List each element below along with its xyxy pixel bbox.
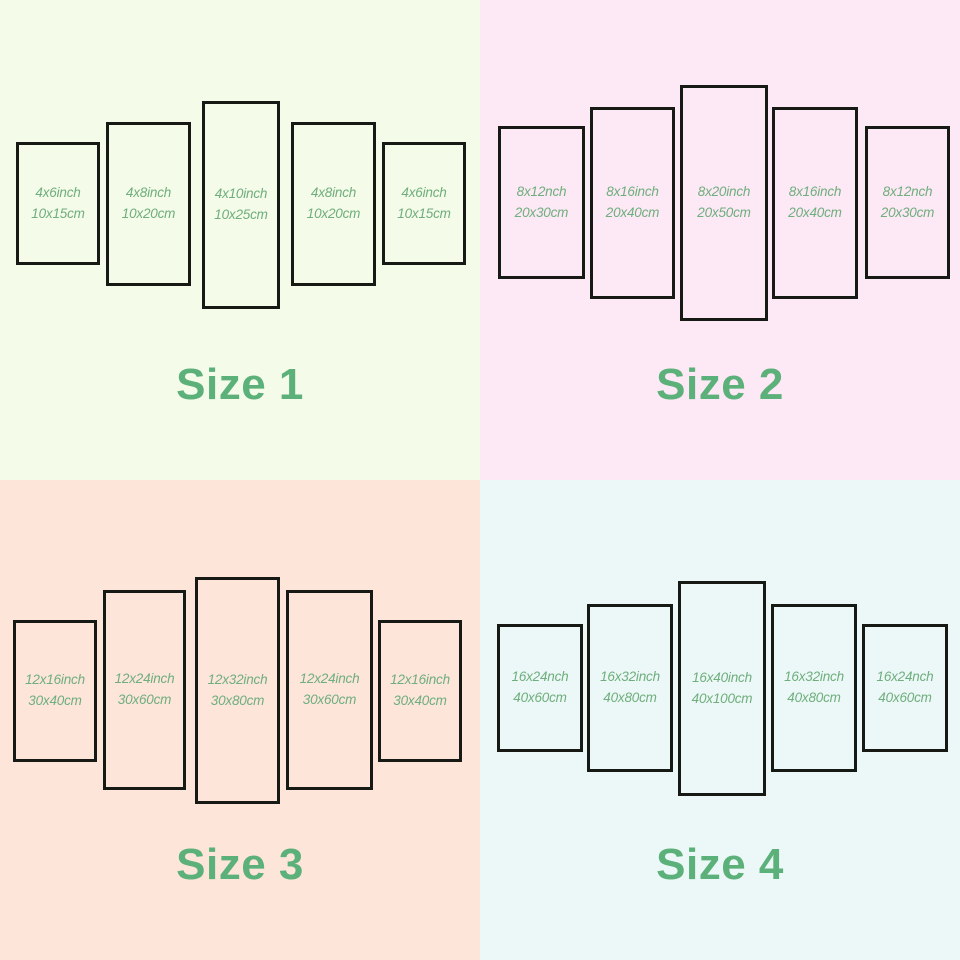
panel-size-cm: 20x40cm: [788, 205, 842, 220]
panel-size-cm: 30x40cm: [393, 693, 447, 708]
panel-size-cm: 30x60cm: [117, 692, 172, 707]
size-option-quadrant-4[interactable]: 16x24nch 40x60cm 16x32inch 40x80cm 16x40…: [480, 480, 960, 960]
panel-size-cm: 30x60cm: [302, 692, 357, 707]
panel-size-cm: 40x80cm: [787, 690, 841, 705]
panel-size-label: 8x12nch 20x30cm: [880, 182, 935, 223]
panel-size-cm: 10x15cm: [397, 205, 451, 221]
panel-size-cm: 10x25cm: [214, 207, 268, 222]
panel-size-cm: 40x100cm: [691, 690, 753, 706]
panel-size-cm: 40x60cm: [513, 690, 567, 705]
canvas-panel[interactable]: 16x40inch 40x100cm: [678, 581, 766, 796]
panel-size-label: 4x6inch 10x15cm: [397, 183, 451, 224]
panel-size-inch: 8x16inch: [606, 184, 659, 200]
canvas-panel[interactable]: 8x16inch 20x40cm: [772, 107, 858, 299]
panel-size-inch: 4x6inch: [401, 184, 447, 200]
panel-size-cm: 10x15cm: [31, 205, 85, 221]
size-option-title: Size 3: [176, 840, 304, 889]
panel-size-inch: 12x16inch: [390, 672, 450, 688]
panel-size-inch: 4x10inch: [214, 186, 268, 202]
canvas-panel[interactable]: 4x6inch 10x15cm: [16, 142, 100, 265]
panel-size-label: 8x16inch 20x40cm: [788, 182, 842, 223]
size-option-quadrant-1[interactable]: 4x6inch 10x15cm 4x8inch 10x20cm 4x10inch…: [0, 0, 480, 480]
panel-size-inch: 16x32inch: [600, 669, 660, 685]
size-option-title: Size 4: [656, 840, 784, 889]
canvas-panel[interactable]: 12x24inch 30x60cm: [103, 590, 186, 790]
panel-size-label: 8x12nch 20x30cm: [514, 182, 569, 223]
canvas-panel[interactable]: 8x16inch 20x40cm: [590, 107, 675, 299]
panel-size-cm: 40x60cm: [878, 690, 932, 705]
panel-size-label: 4x6inch 10x15cm: [31, 183, 85, 224]
panel-group-2: 8x12nch 20x30cm 8x16inch 20x40cm 8x20inc…: [480, 0, 960, 340]
panel-size-inch: 16x24nch: [876, 669, 934, 685]
panel-size-label: 16x24nch 40x60cm: [877, 667, 934, 708]
panel-size-cm: 20x30cm: [880, 204, 935, 220]
panel-size-inch: 12x32inch: [207, 671, 268, 687]
panel-size-cm: 40x80cm: [603, 690, 657, 705]
panel-size-inch: 8x20inch: [697, 184, 751, 200]
panel-size-label: 12x16inch 30x40cm: [390, 670, 450, 711]
panel-size-label: 12x16inch 30x40cm: [25, 670, 85, 711]
canvas-panel[interactable]: 16x24nch 40x60cm: [497, 624, 583, 752]
panel-size-label: 12x24inch 30x60cm: [115, 669, 175, 710]
panel-size-inch: 8x16inch: [788, 184, 842, 200]
panel-group-3: 12x16inch 30x40cm 12x24inch 30x60cm 12x3…: [0, 480, 480, 820]
panel-size-inch: 12x24inch: [299, 671, 360, 687]
canvas-panel[interactable]: 16x24nch 40x60cm: [862, 624, 948, 752]
canvas-panel[interactable]: 8x12nch 20x30cm: [865, 126, 950, 279]
canvas-panel[interactable]: 8x12nch 20x30cm: [498, 126, 585, 279]
panel-size-inch: 16x32inch: [784, 669, 844, 685]
canvas-panel[interactable]: 4x6inch 10x15cm: [382, 142, 466, 265]
panel-size-label: 16x24nch 40x60cm: [512, 667, 569, 708]
panel-size-cm: 20x30cm: [514, 204, 569, 220]
panel-size-inch: 12x24inch: [114, 671, 175, 687]
canvas-panel[interactable]: 12x16inch 30x40cm: [13, 620, 97, 762]
panel-size-label: 12x32inch 30x80cm: [208, 670, 268, 711]
panel-size-label: 16x40inch 40x100cm: [692, 668, 753, 709]
panel-size-label: 16x32inch 40x80cm: [784, 667, 844, 708]
canvas-panel[interactable]: 16x32inch 40x80cm: [771, 604, 857, 772]
canvas-panel[interactable]: 12x24inch 30x60cm: [286, 590, 373, 790]
panel-size-cm: 30x40cm: [28, 693, 82, 708]
canvas-panel[interactable]: 12x32inch 30x80cm: [195, 577, 280, 804]
panel-size-label: 8x16inch 20x40cm: [605, 182, 660, 223]
size-option-title: Size 2: [656, 360, 784, 409]
size-option-title: Size 1: [176, 360, 304, 409]
canvas-panel[interactable]: 12x16inch 30x40cm: [378, 620, 462, 762]
panel-size-label: 12x24inch 30x60cm: [300, 669, 360, 710]
panel-size-inch: 16x24nch: [511, 669, 569, 685]
panel-size-label: 4x8inch 10x20cm: [121, 183, 176, 224]
panel-size-cm: 20x40cm: [605, 205, 660, 220]
panel-size-inch: 4x8inch: [310, 185, 357, 201]
panel-size-inch: 8x12nch: [882, 183, 933, 199]
panel-size-cm: 10x20cm: [121, 206, 176, 221]
canvas-panel[interactable]: 4x8inch 10x20cm: [106, 122, 191, 286]
canvas-panel[interactable]: 4x10inch 10x25cm: [202, 101, 280, 309]
panel-size-cm: 10x20cm: [306, 206, 361, 221]
panel-size-label: 16x32inch 40x80cm: [600, 667, 660, 708]
panel-size-label: 8x20inch 20x50cm: [697, 182, 751, 223]
size-option-quadrant-2[interactable]: 8x12nch 20x30cm 8x16inch 20x40cm 8x20inc…: [480, 0, 960, 480]
size-option-quadrant-3[interactable]: 12x16inch 30x40cm 12x24inch 30x60cm 12x3…: [0, 480, 480, 960]
panel-group-1: 4x6inch 10x15cm 4x8inch 10x20cm 4x10inch…: [0, 0, 480, 340]
panel-size-inch: 16x40inch: [692, 669, 752, 685]
panel-size-inch: 12x16inch: [25, 672, 85, 688]
canvas-panel[interactable]: 16x32inch 40x80cm: [587, 604, 673, 772]
panel-size-inch: 4x6inch: [35, 184, 81, 200]
panel-size-label: 4x8inch 10x20cm: [306, 183, 361, 224]
panel-size-label: 4x10inch 10x25cm: [214, 184, 268, 225]
canvas-panel[interactable]: 8x20inch 20x50cm: [680, 85, 768, 321]
panel-size-inch: 8x12nch: [516, 183, 567, 199]
canvas-panel[interactable]: 4x8inch 10x20cm: [291, 122, 376, 286]
panel-size-cm: 30x80cm: [210, 692, 265, 708]
panel-group-4: 16x24nch 40x60cm 16x32inch 40x80cm 16x40…: [480, 480, 960, 820]
panel-size-cm: 20x50cm: [697, 205, 751, 220]
panel-size-inch: 4x8inch: [125, 185, 172, 201]
